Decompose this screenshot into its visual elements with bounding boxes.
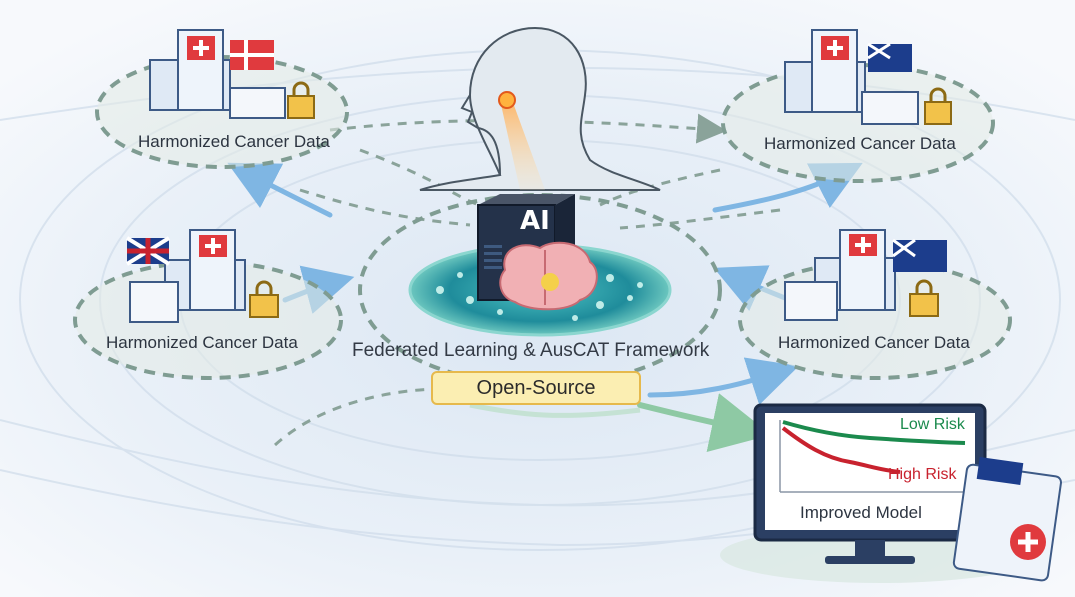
brain-icon bbox=[499, 241, 598, 311]
hospital-icon-top-left bbox=[149, 29, 315, 119]
green-arrow bbox=[637, 393, 772, 452]
hospital-icon-mid-right bbox=[784, 229, 947, 321]
lock-icon bbox=[249, 294, 279, 318]
framework-label: Federated Learning & AusCAT Framework bbox=[352, 340, 710, 361]
ring-center bbox=[358, 193, 722, 387]
hospital-icon-top-right bbox=[784, 29, 952, 125]
green-arrow-tail bbox=[469, 402, 641, 418]
lock-icon bbox=[909, 293, 939, 317]
clipboard-illustration bbox=[952, 457, 1062, 582]
lock-icon bbox=[287, 95, 315, 119]
node-label-top-left: Harmonized Cancer Data bbox=[138, 132, 330, 151]
lock-icon bbox=[924, 101, 952, 125]
open-source-badge: Open-Source bbox=[431, 371, 641, 405]
hospital-icon-mid-left bbox=[125, 229, 279, 323]
node-label-top-right: Harmonized Cancer Data bbox=[764, 134, 956, 153]
low-risk-label: Low Risk bbox=[900, 416, 965, 433]
node-label-mid-right: Harmonized Cancer Data bbox=[778, 333, 970, 352]
high-risk-label: High Risk bbox=[888, 466, 957, 483]
patient-head-illustration bbox=[419, 26, 661, 191]
ai-server-label: AI bbox=[520, 206, 550, 236]
node-label-mid-left: Harmonized Cancer Data bbox=[106, 333, 298, 352]
improved-model-label: Improved Model bbox=[800, 503, 922, 522]
